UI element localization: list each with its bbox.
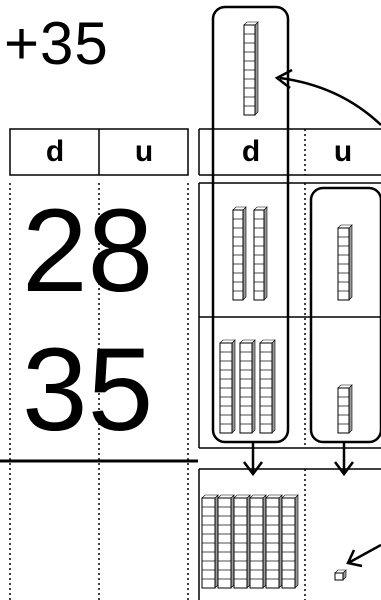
- left-header-tens: d: [10, 137, 100, 167]
- curved-arrow-icon: [277, 70, 381, 125]
- ten-rod: [260, 340, 275, 433]
- second-addend-number: 35: [22, 331, 153, 449]
- result-ten-rod: [234, 495, 250, 588]
- ten-rod: [254, 207, 267, 300]
- carried-ten-rod: [244, 22, 258, 115]
- result-ten-rod: [282, 495, 298, 588]
- right-header-tens: d: [206, 137, 296, 167]
- result-unit-cube: [335, 570, 346, 580]
- left-header-units: u: [99, 137, 189, 167]
- result-ten-rod: [202, 495, 218, 588]
- ten-rod: [240, 340, 255, 433]
- result-ten-rod: [218, 495, 234, 588]
- ten-rod: [233, 207, 246, 300]
- unit-column: [338, 225, 352, 300]
- result-ten-rod: [250, 495, 266, 588]
- pointer-arrow-icon: [348, 545, 381, 566]
- ten-rod: [220, 340, 235, 433]
- result-ten-rod: [266, 495, 282, 588]
- right-header-units: u: [298, 137, 381, 167]
- addend-label: +35: [4, 14, 109, 74]
- first-addend-number: 28: [22, 192, 153, 310]
- unit-column: [338, 385, 352, 433]
